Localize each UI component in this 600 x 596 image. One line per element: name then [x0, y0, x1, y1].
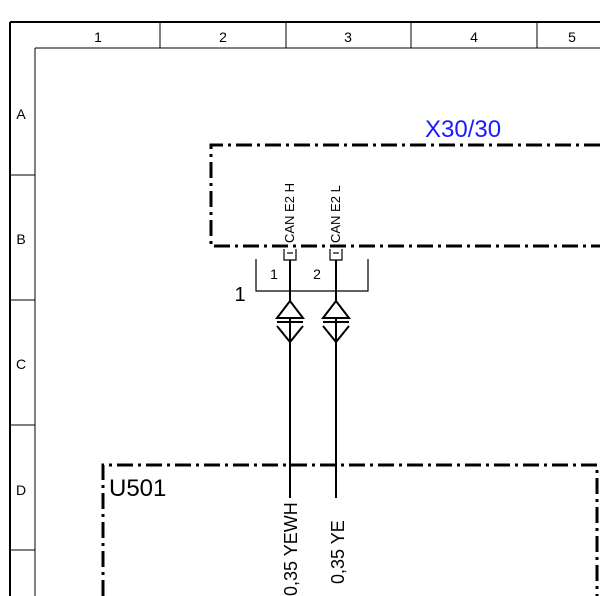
column-label: 5 — [568, 29, 576, 45]
row-label: C — [16, 356, 26, 372]
plug-symbol — [274, 299, 306, 319]
pin-terminal-2 — [329, 249, 343, 261]
socket-symbol — [322, 325, 350, 344]
pin-number: 2 — [313, 266, 321, 282]
column-label: 4 — [470, 29, 478, 45]
socket-symbol — [276, 325, 304, 344]
module-name-label: U501 — [109, 475, 166, 502]
wire-can-l: 0,35 YE — [320, 260, 352, 584]
wire-label: 0,35 YE — [328, 520, 348, 584]
row-label: D — [16, 482, 26, 498]
connector-x30-30: X30/30 CAN E2 H CAN E2 L 1 2 1 — [209, 116, 600, 306]
pin-signal-label: CAN E2 L — [328, 185, 343, 243]
wire-label: 0,35 YEWH — [281, 502, 301, 596]
drawing-frame: 1 2 3 4 5 A B C D — [9, 21, 600, 596]
pin-terminal-1 — [283, 249, 297, 261]
wire-can-h: 0,35 YEWH — [274, 260, 306, 596]
module-u501: U501 — [101, 463, 599, 596]
pin-bracket — [255, 259, 369, 292]
connector-name-label: X30/30 — [425, 116, 501, 143]
pin-signal-label: CAN E2 H — [282, 183, 297, 243]
column-label: 1 — [94, 29, 102, 45]
connector-boundary — [209, 143, 600, 248]
module-boundary — [101, 463, 599, 596]
column-label: 2 — [219, 29, 227, 45]
row-label: A — [16, 106, 26, 122]
bracket-label: 1 — [234, 284, 245, 306]
plug-symbol — [320, 299, 352, 319]
row-label: B — [16, 231, 25, 247]
pin-number: 1 — [270, 266, 278, 282]
column-label: 3 — [344, 29, 352, 45]
